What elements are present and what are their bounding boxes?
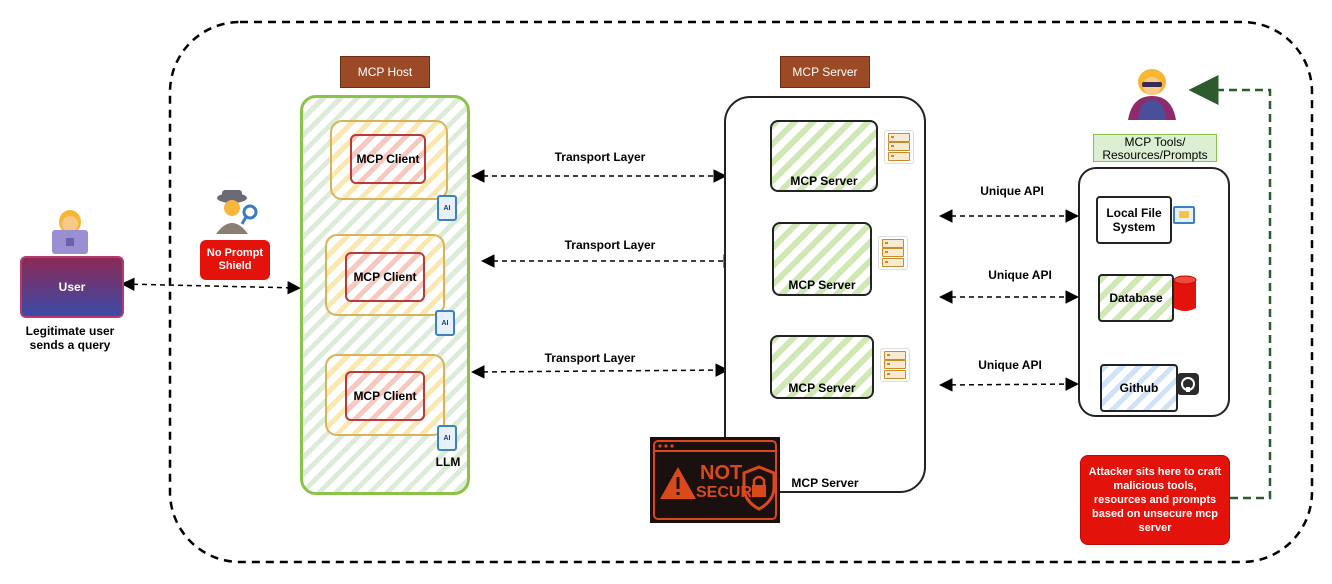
mcp-host-tag: MCP Host xyxy=(340,56,430,88)
llm-label: LLM xyxy=(435,455,461,469)
attacker-note-line3: resources and prompts xyxy=(1093,494,1217,506)
mcp-client-3-inner: MCP Client xyxy=(345,371,425,421)
ai-icon-text-3: AI xyxy=(443,434,451,442)
ai-phone-icon: AI xyxy=(437,195,457,221)
warning-icon xyxy=(653,440,777,520)
tools-tag-line2: Resources/Prompts xyxy=(1102,148,1208,162)
mcp-client-3-label: MCP Client xyxy=(353,389,417,403)
server-rack-icon xyxy=(878,236,908,270)
mcp-client-1: MCP Client xyxy=(330,120,448,200)
attacker-note-line5: server xyxy=(1138,522,1172,534)
mcp-server-2: MCP Server xyxy=(772,222,872,296)
github-box: Github xyxy=(1100,364,1178,412)
ai-phone-icon: AI xyxy=(437,425,457,451)
mcp-tools-tag: MCP Tools/ Resources/Prompts xyxy=(1093,134,1217,162)
mcp-client-2-inner: MCP Client xyxy=(345,252,425,302)
unique-api-label-2: Unique API xyxy=(988,268,1052,282)
database-box: Database xyxy=(1098,274,1174,322)
user-avatar-icon xyxy=(50,204,90,256)
mcp-client-2: MCP Client xyxy=(325,234,445,316)
user-caption: Legitimate user sends a query xyxy=(10,324,130,352)
mcp-client-2-label: MCP Client xyxy=(353,270,417,284)
transport-arrow-3 xyxy=(471,363,729,379)
mcp-server-tag: MCP Server xyxy=(780,56,870,88)
not-secure-line1: NOT xyxy=(700,462,743,484)
no-prompt-shield-badge: No Prompt Shield xyxy=(200,240,270,280)
api-arrow-3 xyxy=(939,377,1079,392)
github-icon xyxy=(1177,373,1199,395)
not-secure-panel: NOT SECURE xyxy=(650,437,780,523)
tool-3-label: Github xyxy=(1119,381,1159,395)
unique-api-label-1: Unique API xyxy=(980,184,1044,198)
attacker-note-line4: based on unsecure mcp xyxy=(1092,508,1218,520)
local-file-system-box: Local File System xyxy=(1096,196,1172,244)
mcp-server-3: MCP Server xyxy=(770,335,874,399)
server-rack-icon xyxy=(884,130,914,164)
transport-label-1: Transport Layer xyxy=(554,150,646,164)
not-secure-line2: SECURE xyxy=(696,484,763,501)
database-cylinder-icon xyxy=(1173,275,1197,311)
not-secure-text: NOT SECURE xyxy=(696,463,763,503)
attacker-icon xyxy=(1124,66,1180,120)
user-host-arrow xyxy=(121,277,301,295)
tool-2-label: Database xyxy=(1109,291,1163,305)
attacker-path xyxy=(1188,75,1272,500)
lock-shield-icon xyxy=(742,465,776,511)
attacker-note: Attacker sits here to craft malicious to… xyxy=(1080,455,1230,545)
server-rack-icon xyxy=(880,348,910,382)
mcp-server-1-label: MCP Server xyxy=(790,174,858,188)
mcp-client-3: MCP Client xyxy=(325,354,445,436)
mcp-server-2-label: MCP Server xyxy=(788,278,856,292)
user-caption-line1: Legitimate user xyxy=(25,324,115,338)
shield-line2: Shield xyxy=(218,260,252,272)
unique-api-label-3: Unique API xyxy=(978,358,1042,372)
mcp-server-bottom-label: MCP Server xyxy=(791,476,859,490)
mcp-client-1-label: MCP Client xyxy=(356,152,420,166)
tools-tag-line1: MCP Tools/ xyxy=(1124,135,1186,149)
mcp-server-3-label: MCP Server xyxy=(788,381,856,395)
ai-icon-text-2: AI xyxy=(441,319,449,327)
user-label: User xyxy=(58,280,86,294)
ai-phone-icon: AI xyxy=(435,310,455,336)
transport-label-2: Transport Layer xyxy=(564,238,656,252)
mcp-server-1: MCP Server xyxy=(770,120,878,192)
tool-1-line1: Local File xyxy=(1106,206,1162,220)
attacker-note-line1: Attacker sits here to craft xyxy=(1088,466,1222,478)
tool-1-line2: System xyxy=(1112,220,1156,234)
mcp-client-1-inner: MCP Client xyxy=(350,134,426,184)
user-caption-line2: sends a query xyxy=(29,338,111,352)
transport-label-3: Transport Layer xyxy=(544,351,636,365)
ai-icon-text-1: AI xyxy=(443,204,451,212)
shield-line1: No Prompt xyxy=(206,247,264,259)
user-box: User xyxy=(20,256,124,318)
folder-window-icon xyxy=(1173,206,1195,224)
attacker-note-line2: malicious tools, xyxy=(1113,480,1197,492)
detective-icon xyxy=(210,186,260,236)
